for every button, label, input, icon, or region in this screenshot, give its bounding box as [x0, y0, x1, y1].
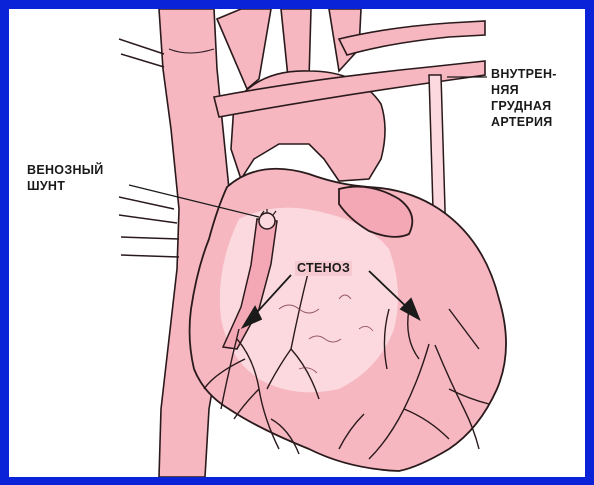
venous-shunt-label-line2: ШУНТ: [27, 179, 65, 194]
stenosis-label: СТЕНОЗ: [295, 261, 352, 276]
venous-shunt-label-line1: ВЕНОЗНЫЙ: [27, 163, 104, 178]
mammary-artery-label-line4: АРТЕРИЯ: [491, 115, 553, 130]
mammary-artery-label-line3: ГРУДНАЯ: [491, 99, 551, 114]
mammary-artery-label-line2: НЯЯ: [491, 83, 519, 98]
illustration-panel: ВЕНОЗНЫЙ ШУНТ ВНУТРЕН- НЯЯ ГРУДНАЯ АРТЕР…: [9, 9, 585, 477]
mammary-artery-label-line1: ВНУТРЕН-: [491, 67, 557, 82]
